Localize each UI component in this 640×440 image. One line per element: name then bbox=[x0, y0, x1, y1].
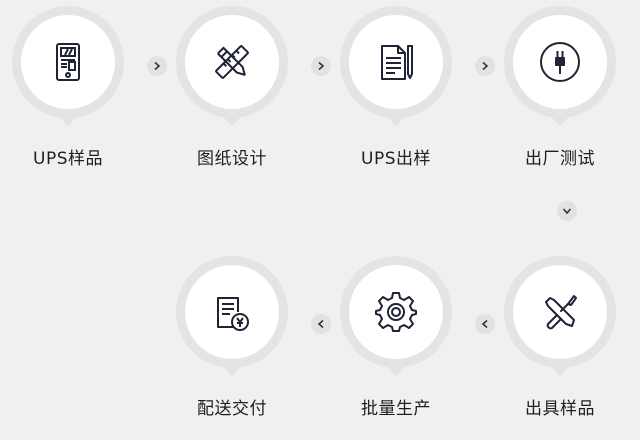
step-ring bbox=[504, 6, 616, 127]
step-ring bbox=[504, 256, 616, 377]
step-label: 配送交付 bbox=[197, 399, 267, 419]
tools-icon bbox=[545, 295, 577, 330]
step-disc bbox=[185, 265, 279, 359]
step-disc bbox=[513, 15, 607, 109]
invoice-yen-icon bbox=[217, 297, 249, 331]
plug-icon bbox=[540, 42, 580, 82]
step-label: 出具样品 bbox=[525, 399, 595, 419]
step-disc bbox=[349, 15, 443, 109]
arrow-down-icon bbox=[557, 201, 577, 221]
arrow-right-icon bbox=[311, 56, 331, 76]
arrow-right-icon bbox=[147, 56, 167, 76]
step-label: UPS样品 bbox=[33, 149, 103, 169]
arrow-left-icon bbox=[475, 314, 495, 334]
step-disc bbox=[21, 15, 115, 109]
step-ring bbox=[176, 256, 288, 377]
step-label: UPS出样 bbox=[361, 149, 431, 169]
arrow-right-icon bbox=[475, 56, 495, 76]
step-disc bbox=[349, 265, 443, 359]
step-label: 批量生产 bbox=[361, 399, 431, 419]
document-pen-icon bbox=[381, 45, 413, 80]
step-ring bbox=[340, 6, 452, 127]
step-ring bbox=[176, 6, 288, 127]
step-label: 图纸设计 bbox=[197, 149, 267, 169]
step-ring bbox=[12, 6, 124, 127]
gear-icon bbox=[375, 292, 417, 332]
pencil-ruler-icon bbox=[215, 45, 249, 79]
step-disc bbox=[513, 265, 607, 359]
step-label: 出厂测试 bbox=[525, 149, 595, 169]
ups-device-icon bbox=[56, 43, 80, 81]
step-ring bbox=[340, 256, 452, 377]
step-disc bbox=[185, 15, 279, 109]
arrow-left-icon bbox=[311, 314, 331, 334]
